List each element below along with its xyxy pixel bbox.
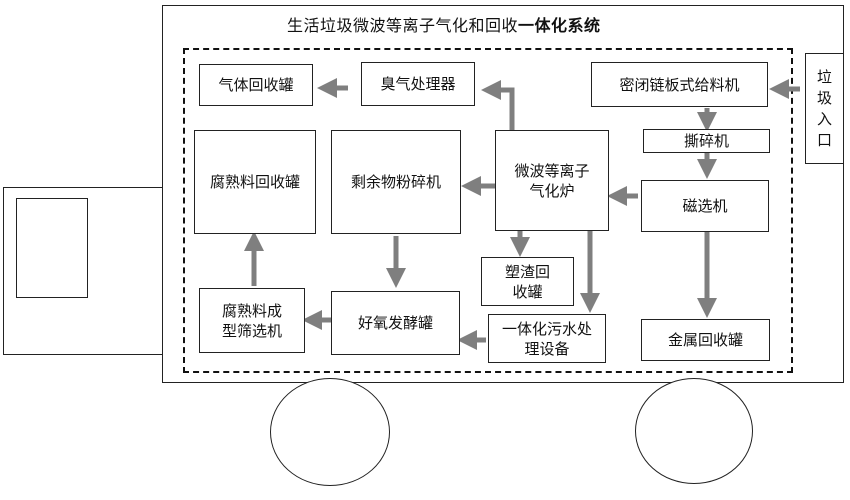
front-wheel [270,378,390,486]
compost-recovery-tank: 腐熟料回收罐 [194,130,316,234]
integrated-wastewater-treatment: 一体化污水处 理设备 [488,314,606,363]
rear-wheel [635,378,753,484]
system-title-bold: 一体化系统 [518,16,601,35]
residue-pulverizer: 剩余物粉碎机 [331,130,461,234]
system-title-main: 生活垃圾微波等离子气化和回收 [287,16,519,35]
garbage-inlet: 垃 圾 入 口 [805,53,844,164]
arrow-gasifier-to-deodorizer [480,80,515,130]
compost-forming-screener: 腐熟料成 型筛选机 [199,288,305,353]
magnetic-separator: 磁选机 [641,180,769,232]
deodorizer: 臭气处理器 [361,62,475,106]
metal-recovery-tank: 金属回收罐 [641,319,770,361]
plastic-slag-recovery-tank: 塑渣回 收罐 [481,257,574,306]
aerobic-fermentation-tank: 好氧发酵罐 [331,291,460,355]
gas-recovery-tank: 气体回收罐 [199,64,313,106]
shredder: 撕碎机 [643,129,770,153]
microwave-plasma-gasifier: 微波等离子 气化炉 [495,130,609,231]
system-title: 生活垃圾微波等离子气化和回收一体化系统 [287,12,601,36]
truck-window [16,198,88,298]
sealed-chain-feeder: 密闭链板式给料机 [591,62,768,107]
system-boundary [183,48,793,373]
